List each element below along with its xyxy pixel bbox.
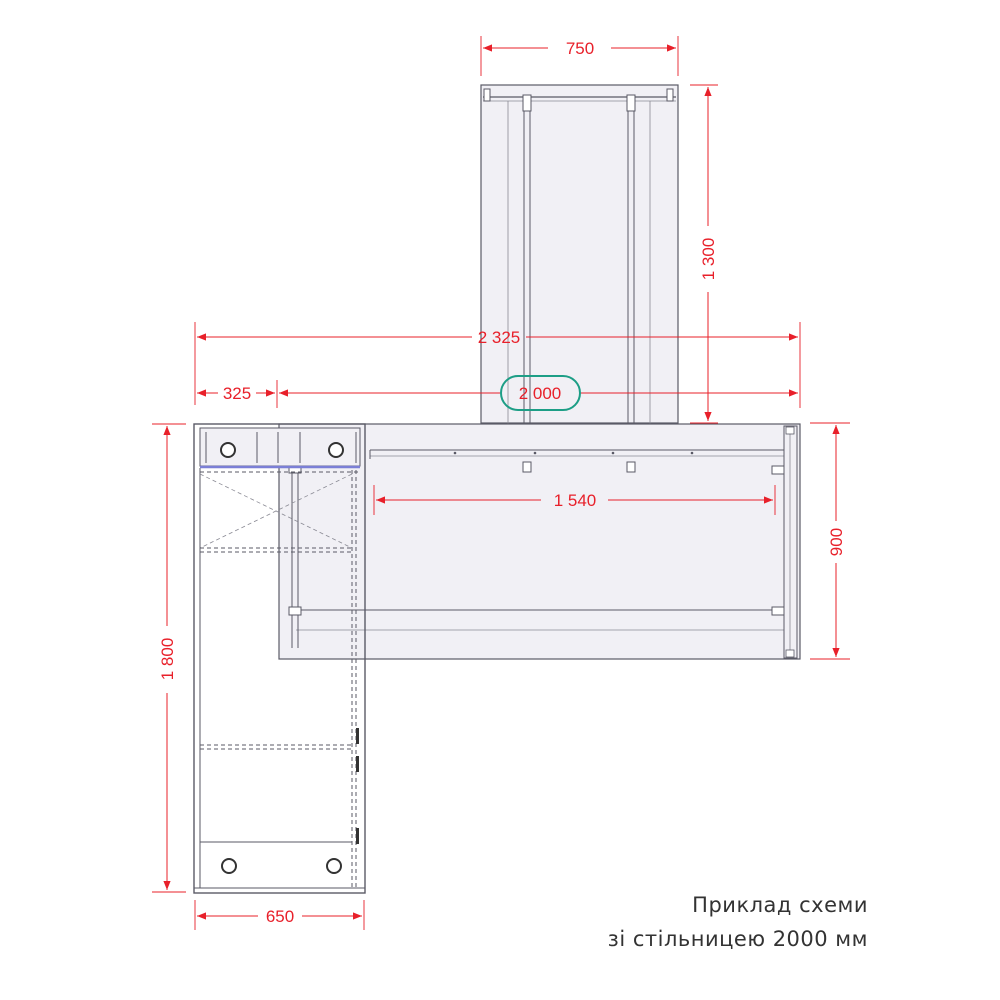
dimension-2000: 2 000 (519, 384, 562, 403)
dimensions: 750 1 300 2 325 325 2 000 1 540 (152, 36, 850, 930)
top-extension-panel (480, 84, 679, 468)
cable-hole-bottom-left (221, 858, 237, 874)
dimension-900: 900 (827, 528, 846, 556)
left-cabinet (193, 423, 366, 894)
caption-line-1: Приклад схеми (692, 893, 868, 917)
main-desktop (278, 423, 801, 660)
cable-hole-left (220, 442, 236, 458)
dimension-2325: 2 325 (478, 328, 521, 347)
dimension-750: 750 (566, 39, 594, 58)
cable-hole-bottom-right (326, 858, 342, 874)
dimension-1300: 1 300 (699, 238, 718, 281)
dimension-325: 325 (223, 384, 251, 403)
dimension-1800: 1 800 (158, 638, 177, 681)
dimension-650: 650 (266, 907, 294, 926)
cable-hole-right (328, 442, 344, 458)
dimension-1540: 1 540 (554, 491, 597, 510)
caption-line-2: зі стільницею 2000 мм (607, 927, 868, 951)
highlight-oval (500, 375, 581, 411)
